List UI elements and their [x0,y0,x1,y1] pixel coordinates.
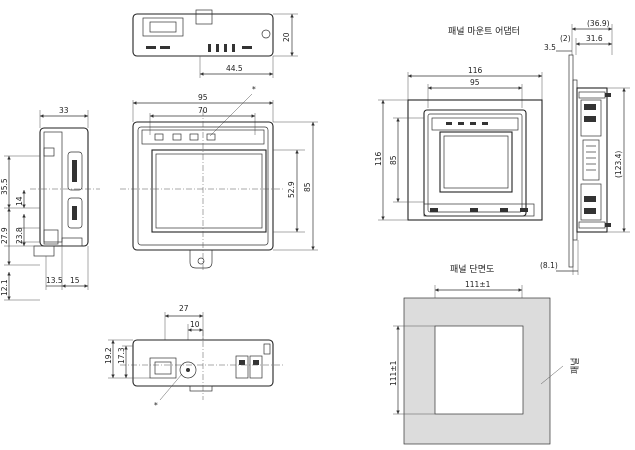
adapter-dim-2: (2) [560,34,571,43]
adapter-dim-85: 85 [389,155,398,165]
cutout-dim-height: 111±1 [389,360,398,386]
title-panel-cutout: 패널 단면도 [450,264,494,275]
dim-19-2: 19.2 [104,347,113,364]
dim-27: 27 [179,304,189,313]
adapter-front-view: 116 95 116 85 [374,66,543,221]
adapter-dim-31-6: 31.6 [586,34,603,43]
title-panel-mount-adapter: 패널 마운트 어댑터 [448,26,520,37]
side-view: 33 35.5 14 27.9 23.8 12.1 13.5 [0,106,100,301]
dim-33: 33 [59,106,69,115]
adapter-dim-36-9: (36.9) [587,19,610,28]
dim-27-9: 27.9 [0,227,9,244]
dim-13-5: 13.5 [46,276,63,285]
adapter-dim-116-v: 116 [374,151,383,166]
dim-85: 85 [303,182,312,192]
dim-10: 10 [190,320,200,329]
dim-12-1: 12.1 [0,279,9,296]
dim-23-8: 23.8 [15,227,24,244]
adapter-dim-123-4: (123.4) [614,151,623,178]
front-note-star: * [252,85,256,94]
adapter-dim-8-1: (8.1) [540,261,558,270]
bottom-note-star: * [154,401,158,410]
dim-35-5: 35.5 [0,178,9,195]
dim-95: 95 [198,93,208,102]
front-view: 95 70 * 52.9 85 [120,85,318,272]
dim-20: 20 [282,32,291,42]
adapter-side-view: (36.9) 31.6 (2) 3.5 [540,19,630,275]
dim-17-3: 17.3 [117,347,126,364]
adapter-dim-95: 95 [470,78,480,87]
dim-52-9: 52.9 [287,181,296,198]
panel-cutout: 111±1 111±1 패널 [389,280,581,445]
dim-15: 15 [70,276,80,285]
adapter-dim-3-5: 3.5 [544,43,556,52]
dim-14: 14 [15,196,24,206]
bottom-view: 27 10 19.2 17.3 * [104,304,285,410]
label-panel: 패널 [570,357,581,374]
top-view: 44.5 20 [132,9,298,78]
cutout-dim-width: 111±1 [465,280,491,289]
adapter-dim-116-h: 116 [468,66,483,75]
dim-44-5: 44.5 [226,64,243,73]
